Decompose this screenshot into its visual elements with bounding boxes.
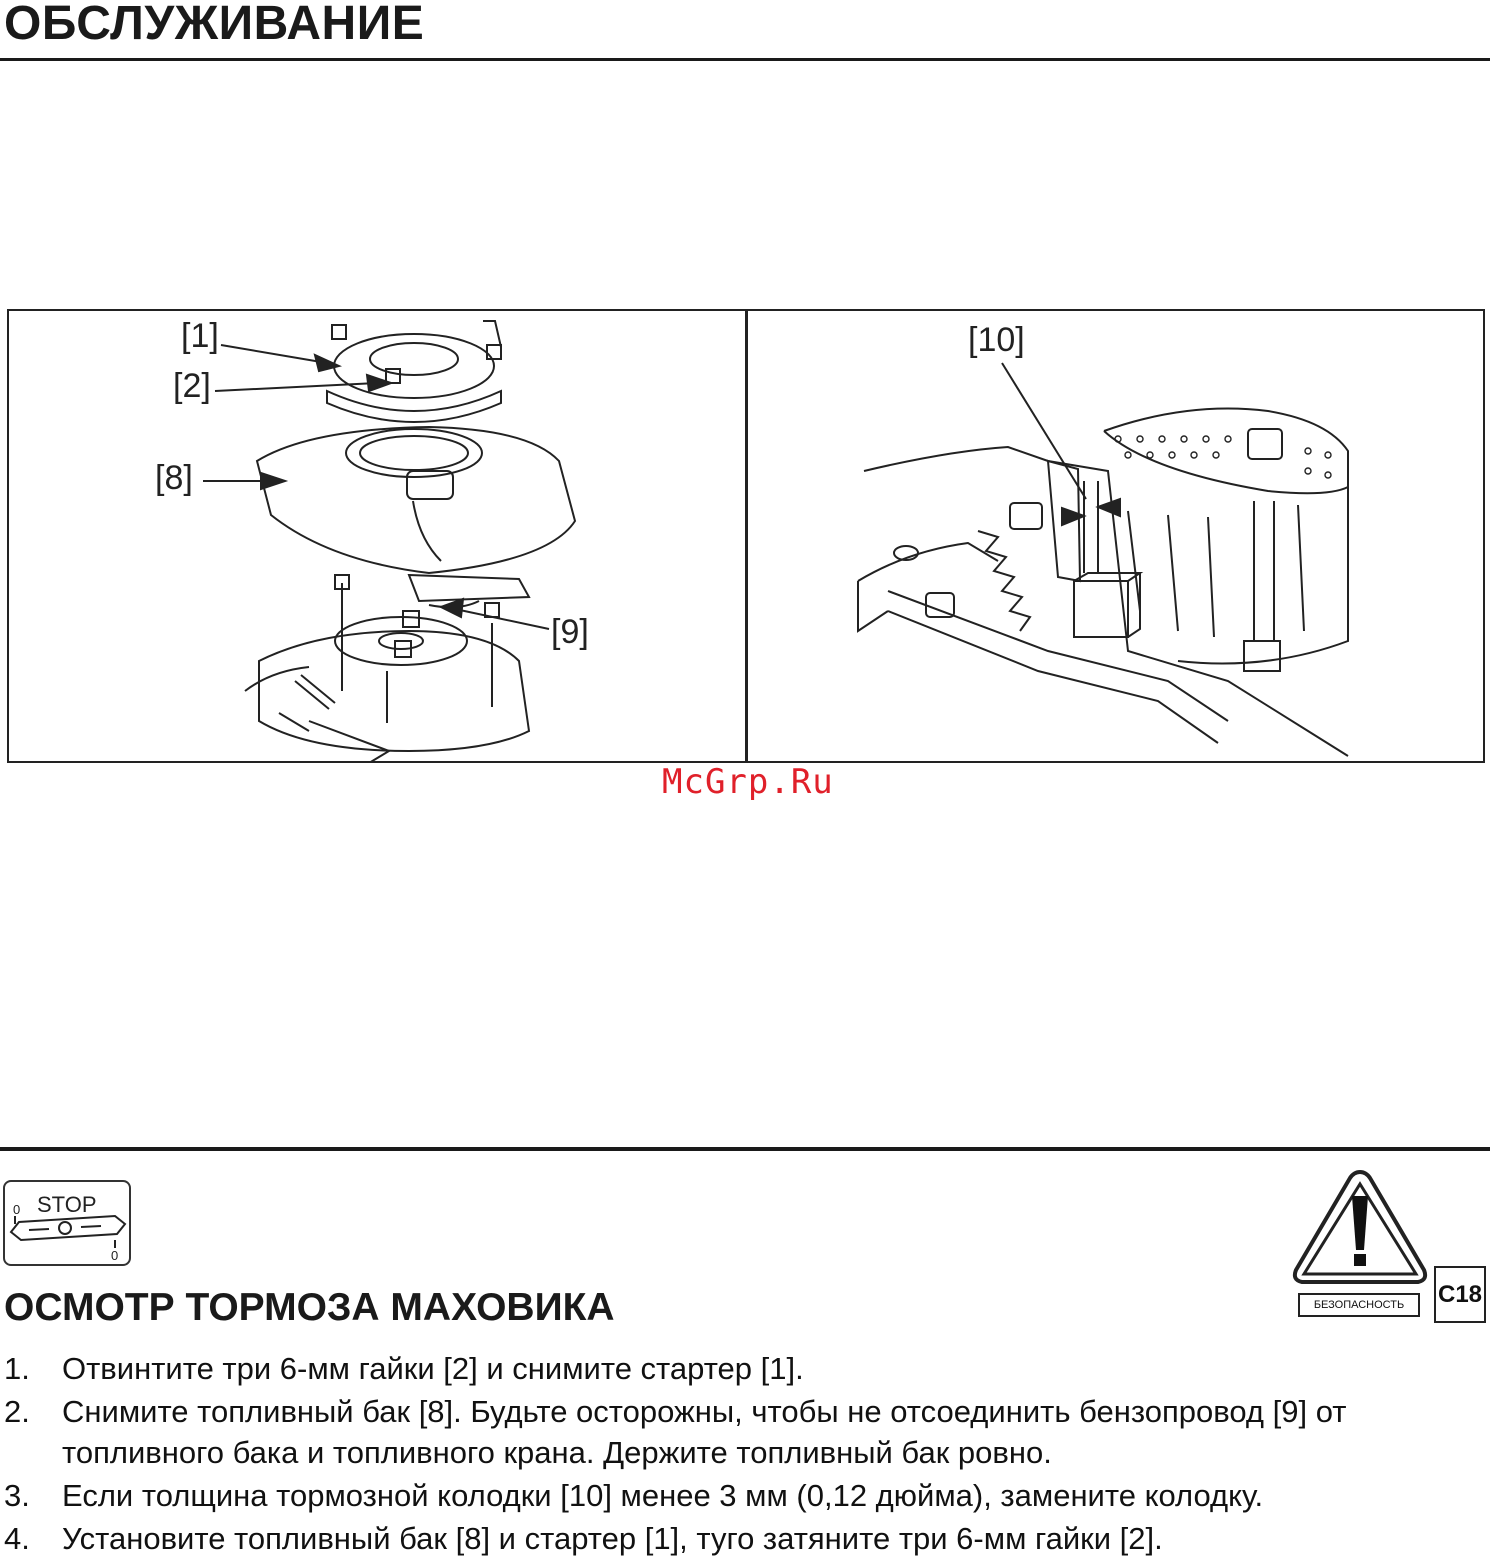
- stop-digit-bottom: 0: [111, 1248, 119, 1263]
- figure-engine-exploded: [1] [2] [8] [9]: [7, 309, 747, 763]
- step-number: 2.: [4, 1394, 30, 1429]
- page-title: ОБСЛУЖИВАНИЕ: [4, 0, 425, 50]
- engine-exploded-drawing: [203, 320, 577, 761]
- brake-shoe-drawing: [857, 362, 1349, 757]
- blade-icon: [9, 1214, 127, 1248]
- step-2: 2. Снимите топливный бак [8]. Будьте ост…: [0, 1391, 1512, 1473]
- safety-label: БЕЗОПАСНОСТЬ: [1298, 1293, 1420, 1317]
- step-text: Если толщина тормозной колодки [10] мене…: [62, 1478, 1264, 1513]
- callout-1: [1]: [181, 317, 219, 355]
- warning-triangle-icon: [1292, 1169, 1428, 1284]
- callout-10: [10]: [968, 321, 1025, 359]
- instruction-steps: 1. Отвинтите три 6-мм гайки [2] и снимит…: [0, 1348, 1512, 1561]
- header-divider: [0, 58, 1490, 61]
- callout-8: [8]: [155, 459, 193, 497]
- stop-label: STOP: [37, 1192, 97, 1217]
- step-number: 3.: [4, 1478, 30, 1513]
- step-1: 1. Отвинтите три 6-мм гайки [2] и снимит…: [0, 1348, 1512, 1389]
- section-title: ОСМОТР ТОРМОЗА МАХОВИКА: [4, 1286, 615, 1329]
- step-number: 4.: [4, 1521, 30, 1556]
- step-number: 1.: [4, 1351, 30, 1386]
- safety-code: C18: [1434, 1266, 1486, 1323]
- step-text: Отвинтите три 6-мм гайки [2] и снимите с…: [62, 1351, 804, 1386]
- callout-9: [9]: [551, 613, 589, 651]
- callout-2: [2]: [173, 367, 211, 405]
- blade-stop-icon: STOP 0 0: [3, 1180, 131, 1266]
- step-3: 3. Если толщина тормозной колодки [10] м…: [0, 1475, 1512, 1516]
- step-4: 4. Установите топливный бак [8] и старте…: [0, 1518, 1512, 1559]
- step-text: Снимите топливный бак [8]. Будьте осторо…: [62, 1394, 1347, 1470]
- stop-digit-top: 0: [13, 1202, 21, 1217]
- safety-badge: БЕЗОПАСНОСТЬ C18: [1288, 1166, 1488, 1326]
- watermark: McGrp.Ru: [662, 762, 834, 802]
- figure-brake-shoe: [10]: [746, 309, 1485, 763]
- section-divider: [0, 1147, 1490, 1151]
- step-text: Установите топливный бак [8] и стартер […: [62, 1521, 1163, 1556]
